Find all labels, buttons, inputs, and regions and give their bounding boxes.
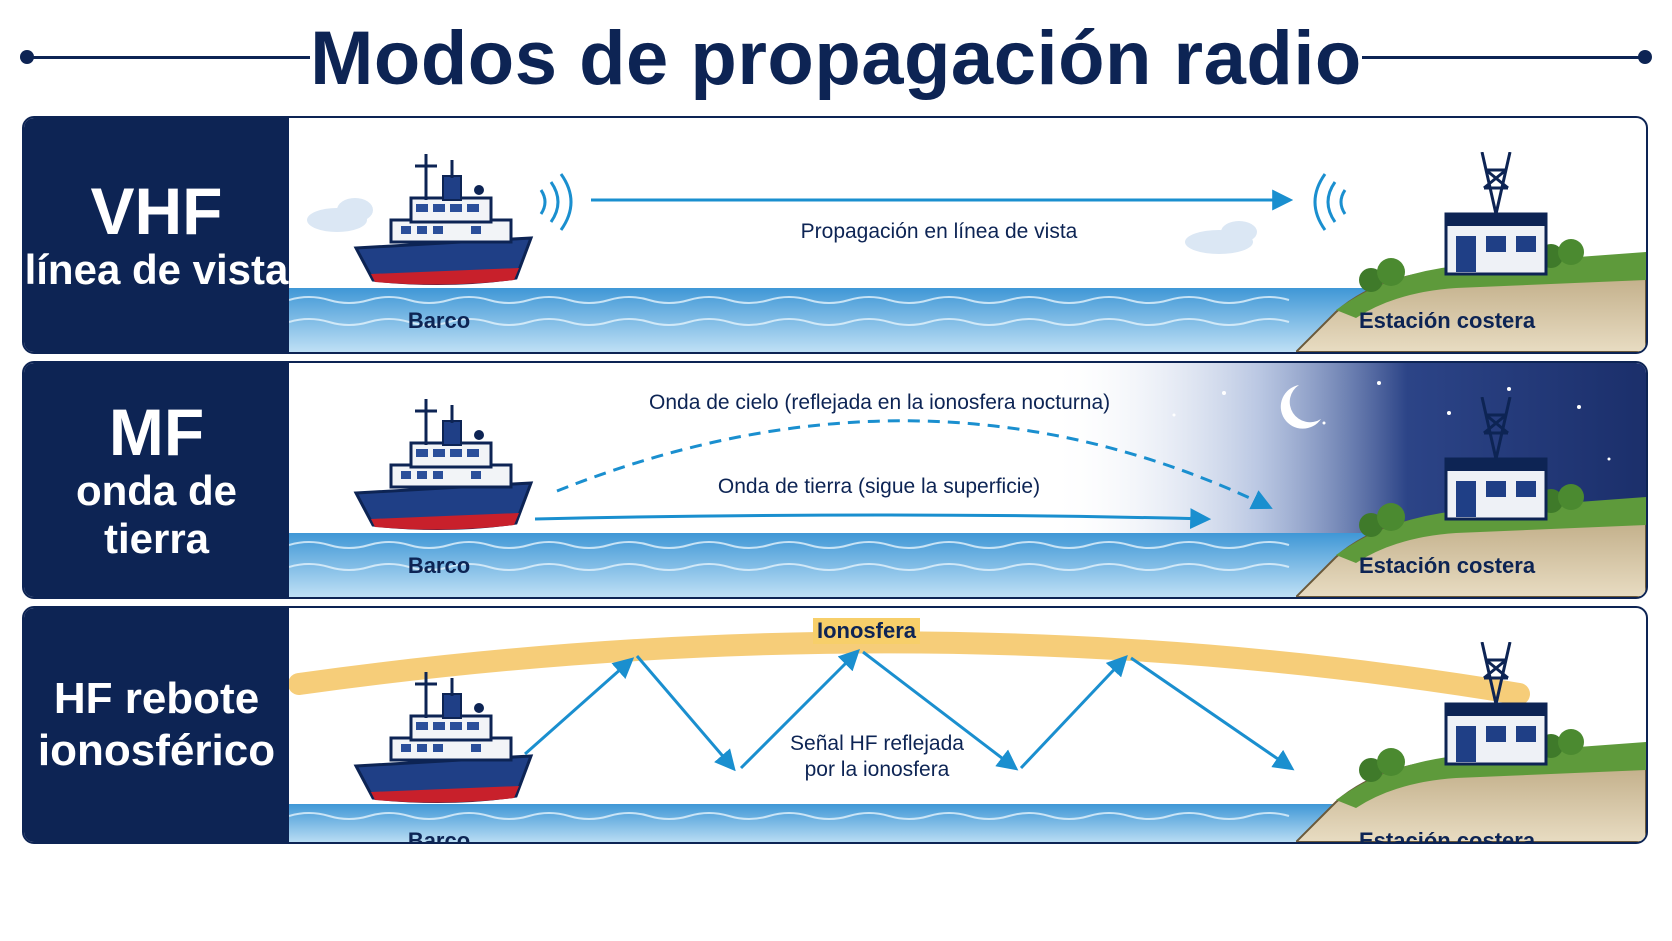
band-mode-line-2: ionosférico <box>37 726 276 775</box>
station-label: Estación costera <box>1359 308 1536 333</box>
ship-label: Barco <box>407 553 471 578</box>
ship-label: Barco <box>407 308 471 333</box>
moon-icon <box>1280 385 1321 429</box>
title-dot-left <box>20 50 34 64</box>
signal-label-line-1: Señal HF reflejada <box>790 732 964 755</box>
scene-hf: Ionosfera Señal HF reflejada por la iono… <box>289 608 1646 842</box>
signal-label: Propagación en línea de vista <box>800 220 1078 243</box>
panel-mf-label: MF onda de tierra <box>24 363 289 597</box>
title-row: Modos de propagación radio <box>0 0 1672 118</box>
ship-icon <box>354 670 533 805</box>
hf-bounce-arrows <box>524 649 1295 772</box>
scene-mf: Onda de cielo (reflejada en la ionosfera… <box>289 363 1646 597</box>
signal-label-line-2: por la ionosfera <box>804 758 950 781</box>
cloud-icon <box>307 198 1545 254</box>
band-name: VHF <box>90 174 223 248</box>
scene-vhf: Propagación en línea de vista Barco Esta… <box>289 118 1646 352</box>
station-label: Estación costera <box>1359 828 1536 844</box>
ship-label: Barco <box>407 828 471 844</box>
tower-icon <box>1296 642 1646 842</box>
panel-hf-label: HF rebote ionosférico <box>24 608 289 842</box>
ground-wave-label: Onda de tierra (sigue la superficie) <box>717 475 1041 498</box>
mode-name: línea de vista <box>24 246 289 293</box>
title-rule-left <box>26 56 310 59</box>
page-title: Modos de propagación radio <box>310 16 1362 101</box>
sea-waves <box>289 812 1290 820</box>
mode-name: onda de tierra <box>75 467 237 562</box>
panel-vhf: VHF línea de vista Propagación en línea … <box>22 116 1648 354</box>
ground-wave-arrow <box>534 508 1212 530</box>
radio-waves-icon <box>539 173 1347 231</box>
scene-mf-drawing <box>289 363 1646 597</box>
sea-waves <box>289 296 1290 326</box>
ionosphere-label: Ionosfera <box>813 618 921 644</box>
panel-hf: HF rebote ionosférico Ionosfera Señal HF… <box>22 606 1648 844</box>
panel-mf: MF onda de tierra Onda de cielo (refleja… <box>22 361 1648 599</box>
panel-vhf-label: VHF línea de vista <box>24 118 289 352</box>
band-name: MF <box>108 395 205 469</box>
ship-icon <box>354 397 533 532</box>
sea-waves <box>289 541 1290 571</box>
stars-icon <box>1172 381 1611 461</box>
scene-hf-drawing <box>289 631 1646 842</box>
title-rule-right <box>1362 56 1644 59</box>
sky-wave-label: Onda de cielo (reflejada en la ionosfera… <box>649 391 1111 414</box>
sky-wave-arrow <box>556 419 1273 510</box>
station-label: Estación costera <box>1359 553 1536 578</box>
scene-vhf-drawing <box>289 152 1646 352</box>
ship-icon <box>354 152 533 287</box>
band-mode-line-1: HF rebote <box>53 674 260 723</box>
title-dot-right <box>1638 50 1652 64</box>
